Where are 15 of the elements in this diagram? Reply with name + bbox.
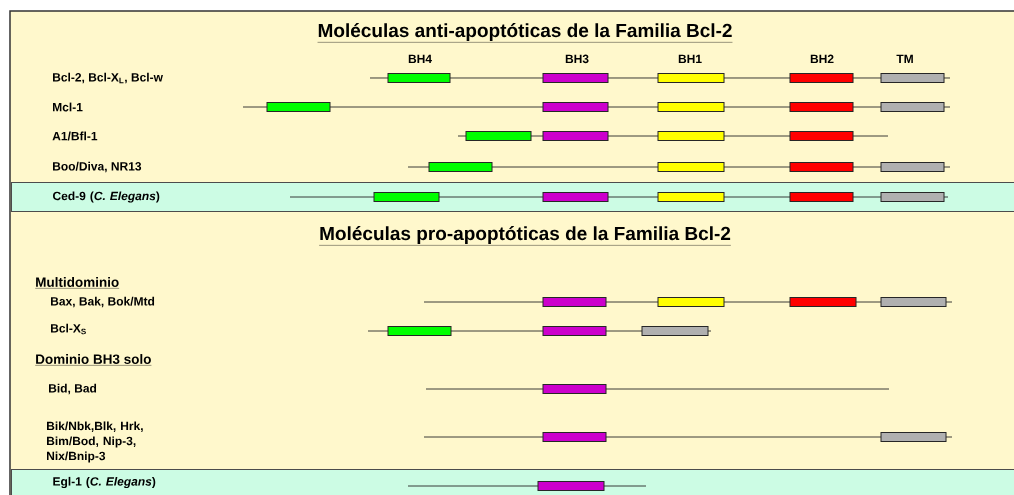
protein-label: A1/Bfl-1 xyxy=(52,131,98,141)
section-heading: Dominio BH3 solo xyxy=(35,354,152,366)
domain-label: BH2 xyxy=(810,54,834,63)
band: Egl-1 (C. Elegans) xyxy=(11,469,1014,495)
heading: Moléculas anti-apoptóticas de la Familia Bcl-2 xyxy=(317,23,733,43)
section-heading: Multidominio xyxy=(35,277,120,289)
domain-label: TM xyxy=(896,54,913,63)
protein-label: Bcl-X$_{S}$ xyxy=(51,323,86,335)
protein-label: Mcl-1 xyxy=(53,102,83,112)
protein-label: Bid, Bad xyxy=(49,383,97,395)
protein-label: Bax, Bak, Bok/Mtd xyxy=(51,296,155,308)
protein-label: Bcl-2, Bcl-X$_{L}$, Bcl-w xyxy=(53,72,163,84)
domain-label: BH4 xyxy=(408,54,432,63)
domain-label: BH1 xyxy=(678,54,702,63)
domain-label: BH3 xyxy=(565,54,589,64)
